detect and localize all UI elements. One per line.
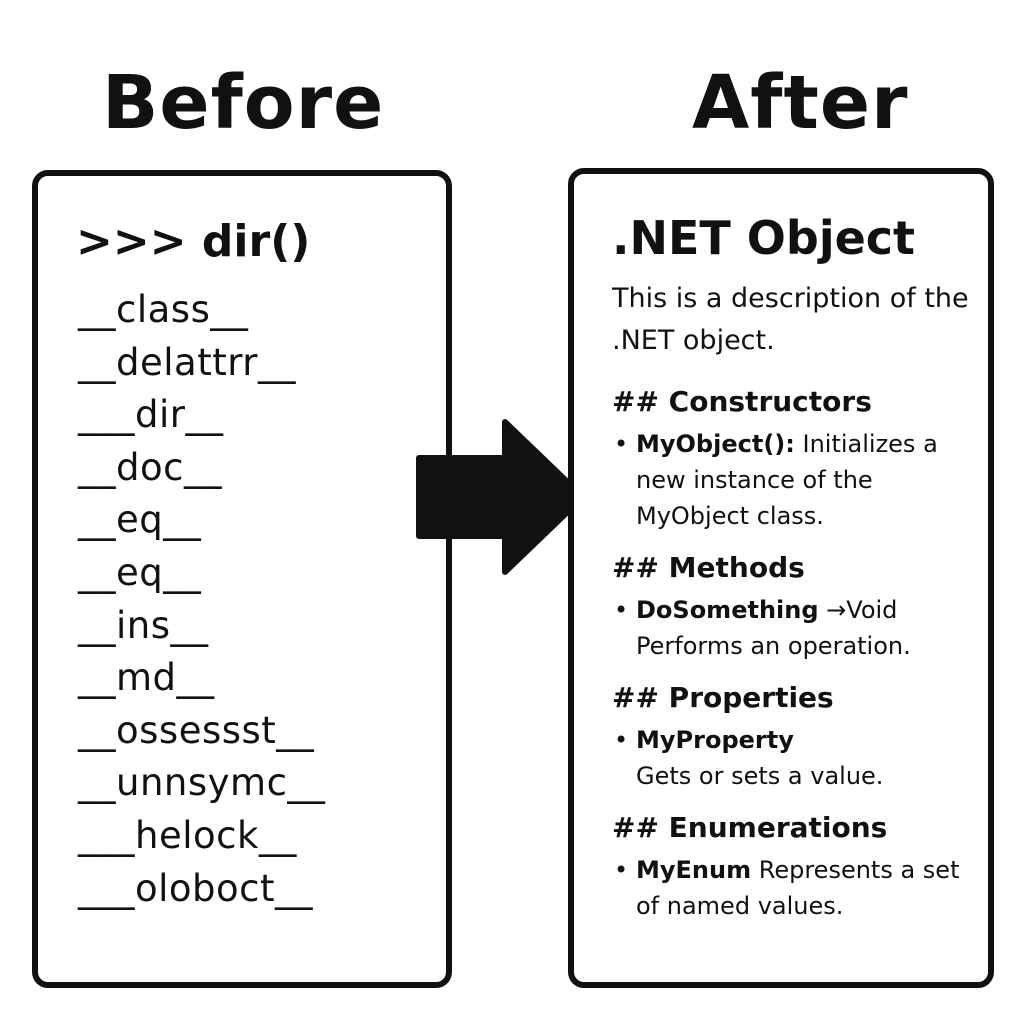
attribute-item: __eq__ <box>78 498 202 542</box>
bullet-icon: • <box>614 596 629 624</box>
section-heading: ## Properties <box>612 681 834 714</box>
methods-section: ## Methods •DoSomething →Void Performs a… <box>612 548 972 664</box>
item-text: Initializes a new instance of the MyObje… <box>636 430 938 530</box>
enum-item: •MyEnum Represents a set of named values… <box>612 852 972 924</box>
enumerations-section: ## Enumerations •MyEnum Represents a set… <box>612 808 972 924</box>
attribute-item: __eq__ <box>78 550 202 594</box>
attribute-list: __class__ __delattrr__ ___dir__ __doc__ … <box>78 284 325 915</box>
section-heading: ## Methods <box>612 551 805 584</box>
attribute-item: __doc__ <box>78 445 222 489</box>
before-panel: >>> dir() __class__ __delattrr__ ___dir_… <box>32 170 452 988</box>
constructor-item: •MyObject(): Initializes a new instance … <box>612 426 972 534</box>
attribute-item: __ins__ <box>78 603 209 647</box>
attribute-item: __unnsymc__ <box>78 761 326 805</box>
attribute-item: __delattrr__ <box>78 340 296 384</box>
bullet-icon: • <box>614 726 629 754</box>
method-item: •DoSomething →Void Performs an operation… <box>612 592 972 664</box>
item-text: →Void Performs an operation. <box>636 596 911 660</box>
before-heading: Before <box>102 60 385 146</box>
item-name: MyProperty <box>636 726 794 754</box>
item-text: Gets or sets a value. <box>636 762 884 790</box>
attribute-item: __class__ <box>78 288 249 331</box>
attribute-item: __md__ <box>78 656 215 700</box>
section-heading: ## Constructors <box>612 385 872 418</box>
right-arrow-icon <box>416 419 586 575</box>
constructors-section: ## Constructors •MyObject(): Initializes… <box>612 382 972 534</box>
object-title: .NET Object <box>612 211 916 265</box>
property-item: •MyProperty Gets or sets a value. <box>612 722 972 794</box>
item-text: Represents a set of named values. <box>636 856 960 920</box>
item-name: MyObject(): <box>636 430 795 458</box>
object-documentation: .NET Object This is a description of the… <box>612 210 972 938</box>
attribute-item: __ossessst__ <box>78 708 315 752</box>
attribute-item: ___helock__ <box>78 813 297 857</box>
attribute-item: ___oloboct__ <box>78 866 314 910</box>
after-heading: After <box>692 60 909 146</box>
bullet-icon: • <box>614 430 629 458</box>
python-prompt: >>> dir() <box>76 216 311 267</box>
properties-section: ## Properties •MyProperty Gets or sets a… <box>612 678 972 794</box>
object-description: This is a description of the .NET object… <box>612 283 969 356</box>
section-heading: ## Enumerations <box>612 811 888 844</box>
after-panel: .NET Object This is a description of the… <box>568 168 994 988</box>
bullet-icon: • <box>614 856 629 884</box>
item-name: DoSomething <box>636 596 819 624</box>
attribute-item: ___dir__ <box>78 393 224 437</box>
item-name: MyEnum <box>636 856 752 884</box>
